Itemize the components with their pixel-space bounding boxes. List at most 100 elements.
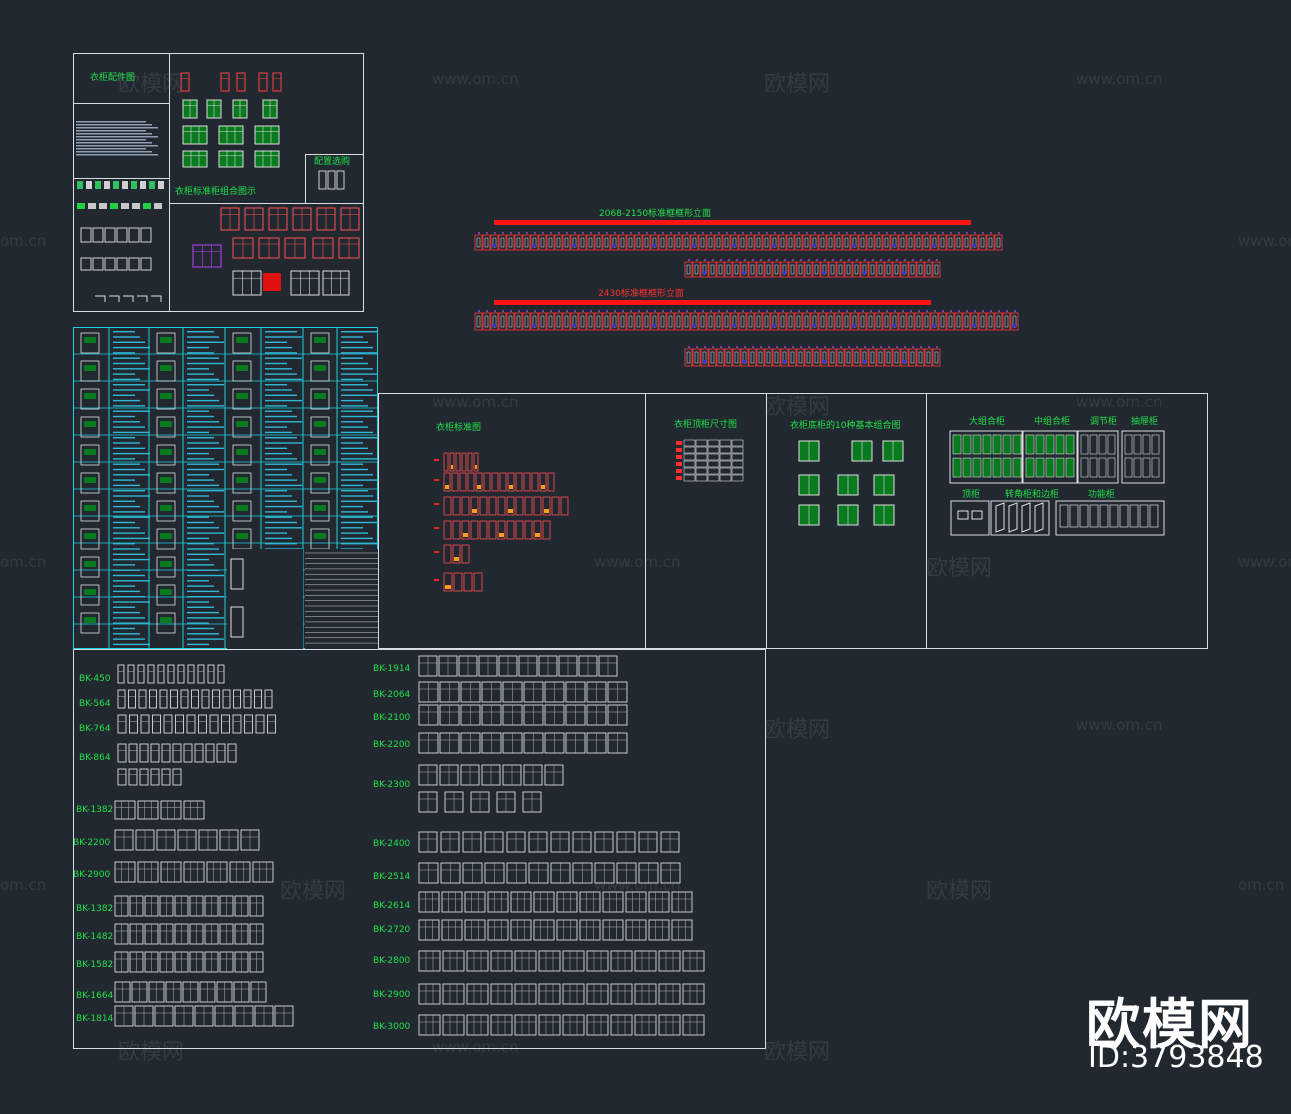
elevation-cell xyxy=(826,312,835,331)
watermark-text: 欧模网 xyxy=(926,879,993,904)
standard-thumb xyxy=(461,544,470,564)
elevation-cell-inner xyxy=(708,237,713,248)
elevation-accent xyxy=(573,244,576,247)
elevation-marker xyxy=(862,232,864,234)
elevation-cell xyxy=(674,234,683,251)
elevation-cell-inner xyxy=(684,237,689,248)
elevation-cell xyxy=(746,234,755,251)
top-size-cell xyxy=(707,474,720,482)
accessory-item xyxy=(122,181,128,189)
elevation-cell-inner xyxy=(596,315,601,328)
elevation-cell-inner xyxy=(806,351,811,364)
adjust-cabinet-thumb xyxy=(1089,457,1098,478)
table-cabinet-fill xyxy=(160,589,172,595)
elevation-marker xyxy=(904,346,906,348)
top-size-cell xyxy=(707,439,720,447)
bk-cabinet-thumb xyxy=(610,1014,633,1036)
elevation-cell-inner xyxy=(908,237,913,248)
bk-cabinet-thumb xyxy=(172,768,182,786)
elevation-marker xyxy=(614,232,616,234)
elevation-cell xyxy=(836,261,845,278)
elevation-cell xyxy=(946,312,955,331)
bk-label: BK-1482 xyxy=(76,932,114,942)
elevation-bar-2430 xyxy=(494,300,931,305)
table-cabinet-thumb xyxy=(80,332,100,354)
bk-cabinet-thumb xyxy=(207,664,215,684)
table-cabinet-thumb xyxy=(156,388,176,410)
elevation-cell xyxy=(634,234,643,251)
table-cabinet-fill xyxy=(236,337,248,343)
bk-cabinet-thumb xyxy=(602,891,624,913)
bk-cabinet-thumb xyxy=(466,983,489,1005)
top-cabinet-thumb xyxy=(957,510,969,520)
table-text-line xyxy=(265,336,302,338)
table-text-line xyxy=(113,373,135,375)
standard-thumb xyxy=(473,452,479,472)
elevation-marker xyxy=(654,232,656,234)
table-cabinet-thumb xyxy=(232,388,252,410)
table-text-line xyxy=(113,368,150,370)
table-text-line xyxy=(265,447,287,449)
elevation-marker xyxy=(720,259,722,261)
table-cabinet-fill xyxy=(160,337,172,343)
elevation-cell-inner xyxy=(940,315,945,328)
table-cabinet-fill xyxy=(84,561,96,567)
top-size-marker xyxy=(676,476,682,480)
large-cabinet-thumb xyxy=(972,434,982,455)
text-line xyxy=(76,121,146,123)
table-text-line xyxy=(113,352,135,354)
table-text-line xyxy=(113,627,135,630)
bk-cabinet-thumb xyxy=(562,950,585,972)
table-text-line xyxy=(187,516,209,518)
top-cabinet-box xyxy=(950,500,990,536)
elevation-cell xyxy=(522,234,531,251)
elevation-cell-inner xyxy=(710,264,715,275)
elevation-cell xyxy=(634,312,643,331)
medium-cabinet-thumb xyxy=(1065,434,1075,455)
text-line xyxy=(76,151,152,153)
elevation-cell-inner xyxy=(798,264,803,275)
medium-cabinet-thumb xyxy=(1035,434,1045,455)
table-cabinet-thumb xyxy=(156,612,176,634)
text-line xyxy=(76,154,158,156)
table-text-line xyxy=(187,346,209,349)
bk-cabinet-thumb xyxy=(466,1014,489,1036)
table-text-line xyxy=(341,421,363,423)
elevation-marker xyxy=(918,232,920,234)
elevation-cell xyxy=(908,261,917,278)
elevation-marker xyxy=(856,259,858,261)
text-line xyxy=(76,139,146,141)
standard-title: 衣柜标准图 xyxy=(436,423,482,433)
elevation-cell xyxy=(748,348,757,367)
table-text-line xyxy=(265,421,302,423)
watermark-text: 欧模网 xyxy=(764,1040,831,1065)
elevation-cell xyxy=(810,234,819,251)
table-text-line xyxy=(187,532,224,534)
bk-label: BK-1664 xyxy=(76,991,114,1001)
elevation-marker xyxy=(542,232,544,234)
table-text-line xyxy=(341,511,368,513)
bk-cabinet-thumb xyxy=(648,891,670,913)
table-text-line xyxy=(265,511,287,513)
table-text-line xyxy=(265,532,287,534)
row-marker xyxy=(434,551,439,553)
table-cabinet-thumb xyxy=(232,444,252,466)
elevation-cell xyxy=(698,234,707,251)
table-text-line xyxy=(113,410,150,412)
elevation-cell-inner xyxy=(694,351,699,364)
elevation-marker xyxy=(910,232,912,234)
elevation-cell-inner xyxy=(854,351,859,364)
bk-label: BK-1582 xyxy=(76,960,114,970)
config-item xyxy=(327,170,336,190)
elevation-cell xyxy=(1010,312,1019,331)
bk-cabinet-thumb xyxy=(487,891,509,913)
table-text-line xyxy=(187,611,219,614)
table-text-line xyxy=(187,627,214,630)
elevation-marker xyxy=(630,232,632,234)
elevation-cell-inner xyxy=(484,237,489,248)
table-text-line xyxy=(265,384,287,386)
elevation-cell-inner xyxy=(988,315,993,328)
bk-cabinet-thumb xyxy=(625,891,647,913)
bk-cabinet-thumb xyxy=(160,861,182,883)
elevation-cell xyxy=(562,234,571,251)
